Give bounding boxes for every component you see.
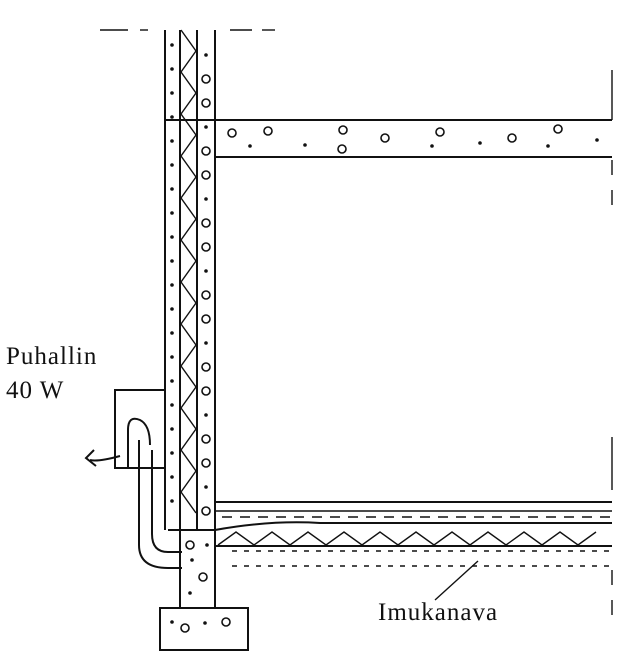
aggregate-dot bbox=[170, 499, 174, 503]
aggregate-dot bbox=[170, 139, 174, 143]
aggregate-dot bbox=[170, 67, 174, 71]
aggregate-dot bbox=[188, 591, 192, 595]
aggregate-ring bbox=[185, 540, 195, 550]
aggregate-ring bbox=[201, 458, 211, 468]
aggregate-dot bbox=[170, 43, 174, 47]
aggregate-ring bbox=[553, 124, 563, 134]
aggregate-dot bbox=[204, 197, 208, 201]
foundation-concrete-fill bbox=[170, 540, 231, 633]
aggregate-ring bbox=[201, 290, 211, 300]
aggregate-ring bbox=[198, 572, 208, 582]
aggregate-ring bbox=[201, 506, 211, 516]
fan-power-label: 40 W bbox=[6, 377, 64, 404]
aggregate-ring bbox=[507, 133, 517, 143]
aggregate-dot bbox=[205, 543, 209, 547]
aggregate-dot bbox=[546, 144, 550, 148]
aggregate-dot bbox=[170, 403, 174, 407]
suction-duct-leader bbox=[434, 560, 479, 601]
aggregate-ring bbox=[380, 133, 390, 143]
aggregate-dot bbox=[204, 53, 208, 57]
exhaust-arrow bbox=[89, 455, 121, 462]
aggregate-dot bbox=[170, 187, 174, 191]
foundation-footing bbox=[159, 529, 249, 651]
aggregate-dot bbox=[430, 144, 434, 148]
aggregate-dot bbox=[170, 475, 174, 479]
exterior-wall bbox=[164, 29, 216, 530]
aggregate-ring bbox=[180, 623, 190, 633]
aggregate-dot bbox=[170, 427, 174, 431]
aggregate-dot bbox=[478, 141, 482, 145]
aggregate-ring bbox=[201, 98, 211, 108]
slab-concrete-fill bbox=[227, 124, 599, 154]
aggregate-dot bbox=[204, 269, 208, 273]
aggregate-ring bbox=[201, 170, 211, 180]
aggregate-dot bbox=[170, 620, 174, 624]
aggregate-dot bbox=[170, 331, 174, 335]
aggregate-ring bbox=[337, 144, 347, 154]
aggregate-ring bbox=[201, 146, 211, 156]
aggregate-dot bbox=[190, 558, 194, 562]
aggregate-ring bbox=[201, 386, 211, 396]
suction-duct-label: Imukanava bbox=[378, 599, 498, 626]
aggregate-dot bbox=[170, 283, 174, 287]
aggregate-ring bbox=[201, 242, 211, 252]
aggregate-dot bbox=[170, 235, 174, 239]
aggregate-ring bbox=[201, 362, 211, 372]
aggregate-dot bbox=[595, 138, 599, 142]
aggregate-dot bbox=[204, 125, 208, 129]
aggregate-ring bbox=[263, 126, 273, 136]
aggregate-ring bbox=[227, 128, 237, 138]
aggregate-dot bbox=[170, 451, 174, 455]
aggregate-dot bbox=[170, 259, 174, 263]
upper-floor-slab bbox=[165, 119, 612, 158]
floor-insulation-hatch bbox=[217, 531, 597, 546]
aggregate-dot bbox=[204, 413, 208, 417]
aggregate-dot bbox=[170, 307, 174, 311]
aggregate-dot bbox=[204, 341, 208, 345]
aggregate-dot bbox=[303, 143, 307, 147]
aggregate-dot bbox=[170, 91, 174, 95]
aggregate-dot bbox=[170, 211, 174, 215]
fan-label: Puhallin bbox=[6, 343, 97, 370]
aggregate-ring bbox=[201, 314, 211, 324]
aggregate-dot bbox=[170, 163, 174, 167]
aggregate-ring bbox=[221, 617, 231, 627]
aggregate-dot bbox=[204, 485, 208, 489]
aggregate-dot bbox=[170, 115, 174, 119]
aggregate-dot bbox=[170, 379, 174, 383]
aggregate-ring bbox=[338, 125, 348, 135]
fan-unit bbox=[84, 389, 182, 569]
aggregate-dot bbox=[203, 621, 207, 625]
aggregate-dot bbox=[248, 144, 252, 148]
aggregate-ring bbox=[201, 218, 211, 228]
ground-floor bbox=[214, 501, 612, 567]
wall-insulation-hatch bbox=[180, 29, 197, 514]
aggregate-ring bbox=[201, 434, 211, 444]
aggregate-ring bbox=[435, 127, 445, 137]
aggregate-dot bbox=[170, 355, 174, 359]
suction-pipe bbox=[138, 440, 182, 569]
aggregate-ring bbox=[201, 74, 211, 84]
wall-concrete-fill bbox=[170, 43, 211, 516]
